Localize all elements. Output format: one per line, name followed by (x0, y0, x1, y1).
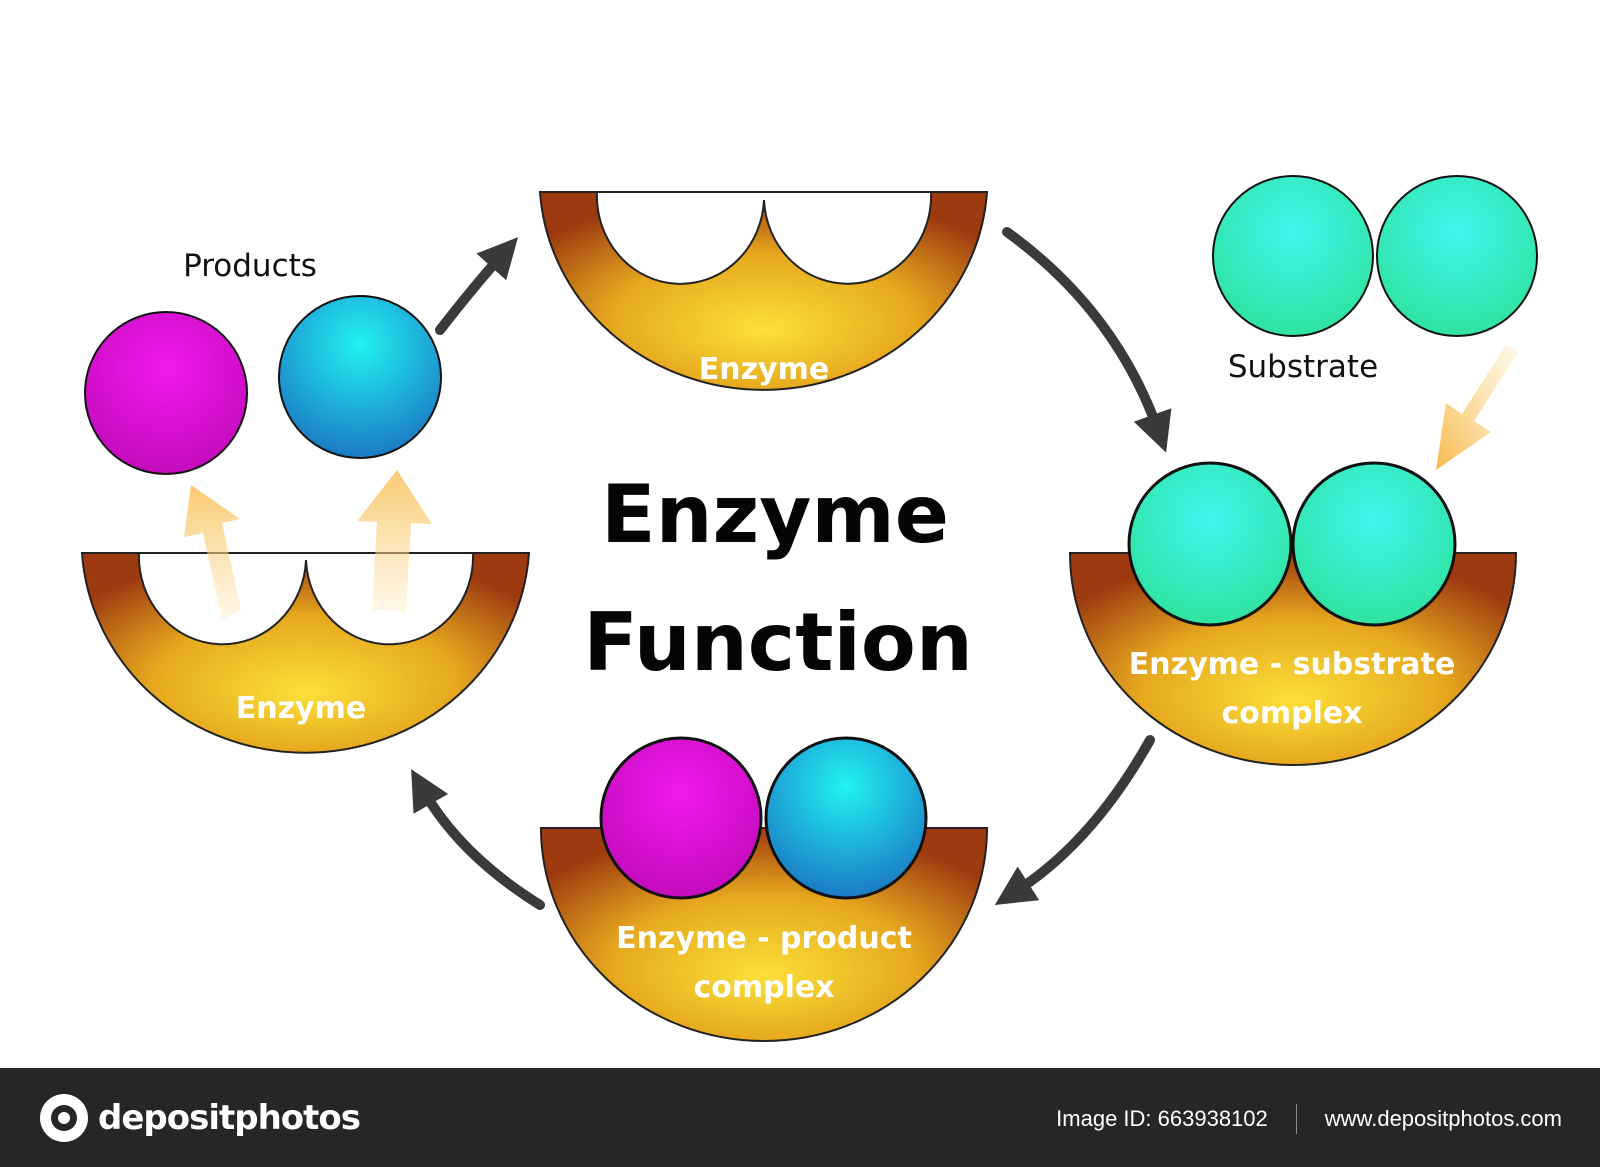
substrate-molecule (1291, 461, 1457, 627)
substrate-molecule (1127, 461, 1293, 627)
release-arrow-up (357, 470, 432, 612)
brand-name: depositphotos (98, 1098, 361, 1138)
release-arrow-up (184, 485, 241, 620)
enzyme-left-shape (80, 552, 531, 754)
cycle-arrow-enzyme-to-complex (1002, 227, 1172, 453)
enzyme-substrate-complex: Enzyme - substrate complex (1068, 461, 1518, 766)
image-id: Image ID: 663938102 (1056, 1106, 1268, 1131)
cycle-arrow-complex-to-product-complex (994, 735, 1155, 905)
cycle-arrows (411, 227, 1172, 910)
diagram-title: Enzyme Function (583, 468, 973, 689)
product-molecule-blue (764, 736, 928, 900)
substrate-label: Substrate (1228, 349, 1378, 385)
product-molecule-magenta (84, 311, 248, 475)
product-molecule-blue (278, 295, 442, 459)
enzyme-top-label: Enzyme (699, 352, 829, 387)
brand-logo[interactable]: depositphotos (40, 1094, 361, 1142)
complex-ep-label-line1: Enzyme - product (616, 921, 912, 956)
product-molecule-magenta (599, 736, 763, 900)
enzyme-top: Enzyme (538, 191, 989, 391)
meta-divider (1295, 1104, 1297, 1134)
substrate-molecule (1212, 175, 1374, 337)
substrate-molecules: Substrate (1212, 175, 1538, 385)
cycle-arrow-products-to-enzyme (435, 237, 519, 335)
complex-ep-label-line2: complex (693, 970, 834, 1005)
substrate-binding-arrow (1436, 345, 1518, 470)
complex-es-label-line1: Enzyme - substrate (1129, 647, 1455, 682)
title-line2: Function (583, 596, 973, 689)
complex-es-label-line2: complex (1221, 696, 1362, 731)
substrate-molecule (1376, 175, 1538, 337)
camera-icon (40, 1094, 88, 1142)
enzyme-top-shape (538, 191, 989, 391)
enzyme-product-complex: Enzyme - product complex (539, 736, 989, 1042)
watermark-footer-bar: depositphotos Image ID: 663938102 www.de… (0, 1068, 1600, 1167)
release-arrows (184, 470, 432, 620)
products-molecules: Products (84, 248, 442, 475)
products-label: Products (183, 248, 317, 284)
enzyme-function-diagram: Enzyme Substrate Enzyme - substrate comp… (80, 175, 1538, 1042)
cycle-arrow-product-complex-to-enzyme (411, 769, 545, 910)
site-link[interactable]: www.depositphotos.com (1324, 1106, 1562, 1131)
enzyme-left: Enzyme (80, 552, 531, 754)
image-meta: Image ID: 663938102 www.depositphotos.co… (1056, 1104, 1562, 1134)
title-line1: Enzyme (601, 468, 949, 561)
enzyme-left-label: Enzyme (236, 691, 366, 726)
